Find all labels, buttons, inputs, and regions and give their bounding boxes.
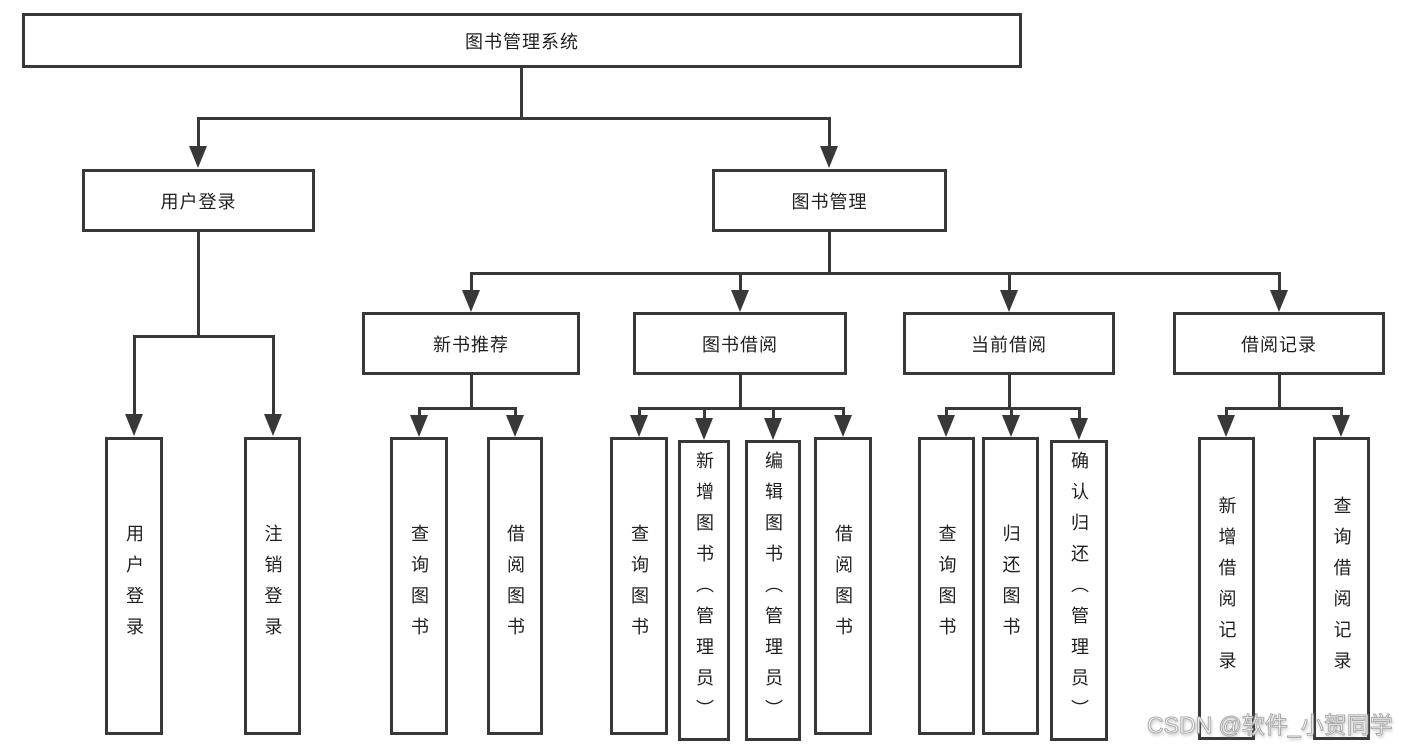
connector-drop: [739, 272, 742, 294]
node-label: 用户登录: [160, 191, 237, 212]
arrow-down-icon: [764, 418, 782, 440]
node-user-login: 用户登录: [82, 169, 315, 232]
connector-drop: [1278, 272, 1281, 294]
leaf-current-confirm-return-admin: 确认归还（管理员）: [1050, 440, 1108, 741]
connector-drop: [842, 407, 845, 419]
connector-drop: [1008, 272, 1011, 294]
connector-level2-rail: [470, 272, 1280, 275]
node-label: 借阅图书: [833, 524, 853, 648]
node-label: 注销登录: [262, 524, 283, 648]
connector-stem: [739, 375, 742, 410]
connector-drop: [418, 407, 421, 417]
node-label: 新书推荐: [433, 334, 509, 355]
node-label: 查询图书: [409, 524, 429, 648]
connector-drop: [638, 407, 641, 419]
node-label: 新增借阅记录: [1216, 495, 1237, 682]
arrow-down-icon: [834, 415, 852, 437]
arrow-down-icon: [410, 415, 428, 437]
arrow-down-icon: [1270, 290, 1288, 312]
connector-stem: [828, 232, 831, 275]
connector-drop: [133, 335, 136, 419]
connector-root-stem: [520, 68, 523, 120]
node-new-book-recommend: 新书推荐: [362, 312, 580, 375]
node-book-management: 图书管理: [712, 169, 947, 232]
arrow-down-icon: [1217, 415, 1235, 437]
connector-drop: [1078, 407, 1081, 421]
connector-rail: [1225, 407, 1342, 410]
arrow-down-icon: [937, 415, 955, 437]
connector-stem: [1278, 375, 1281, 410]
arrow-down-icon: [695, 418, 713, 440]
node-label: 当前借阅: [971, 334, 1047, 355]
node-label: 图书借阅: [702, 334, 778, 355]
arrow-down-icon: [125, 414, 143, 436]
connector-drop: [197, 117, 200, 150]
node-current-borrow: 当前借阅: [903, 312, 1115, 375]
node-label: 编辑图书（管理员）: [763, 451, 783, 730]
connector-drop: [272, 335, 275, 419]
connector-drop: [470, 272, 473, 294]
connector-drop: [1225, 407, 1228, 417]
arrow-down-icon: [731, 290, 749, 312]
connector-drop: [945, 407, 948, 417]
leaf-records-add-record: 新增借阅记录: [1198, 437, 1255, 740]
connector-stem: [470, 375, 473, 410]
node-label: 新增图书（管理员）: [694, 451, 714, 730]
leaf-logout: 注销登录: [244, 437, 301, 735]
leaf-current-return-books: 归还图书: [982, 437, 1039, 735]
leaf-borrow-query-books: 查询图书: [610, 437, 668, 735]
connector-drop: [514, 407, 517, 417]
node-root: 图书管理系统: [22, 13, 1022, 68]
node-label: 查询借阅记录: [1331, 495, 1352, 682]
leaf-current-query-books: 查询图书: [918, 437, 975, 735]
node-label: 查询图书: [936, 524, 957, 648]
node-label: 查询图书: [629, 524, 649, 648]
node-borrow-records: 借阅记录: [1173, 312, 1385, 375]
arrow-down-icon: [1070, 418, 1088, 440]
node-label: 确认归还（管理员）: [1069, 451, 1089, 730]
arrow-down-icon: [264, 414, 282, 436]
arrow-down-icon: [630, 415, 648, 437]
node-label: 借阅记录: [1241, 334, 1317, 355]
arrow-down-icon: [1000, 290, 1018, 312]
connector-drop: [1340, 407, 1343, 417]
arrow-down-icon: [820, 146, 838, 168]
node-label: 借阅图书: [505, 524, 525, 648]
connector-rail: [945, 407, 1081, 410]
node-book-borrow: 图书借阅: [633, 312, 847, 375]
connector-rail: [638, 407, 845, 410]
leaf-records-query-record: 查询借阅记录: [1313, 437, 1370, 740]
connector-drop: [772, 407, 775, 421]
connector-drop: [828, 117, 831, 150]
leaf-borrow-add-books-admin: 新增图书（管理员）: [678, 440, 730, 741]
arrow-down-icon: [1332, 415, 1350, 437]
leaf-recommend-borrow-books: 借阅图书: [487, 437, 543, 735]
connector-drop: [1010, 407, 1013, 417]
arrow-down-icon: [1002, 415, 1020, 437]
node-label: 归还图书: [1000, 524, 1021, 648]
arrow-down-icon: [189, 146, 207, 168]
connector-stem: [1008, 375, 1011, 410]
leaf-borrow-edit-books-admin: 编辑图书（管理员）: [745, 440, 801, 741]
node-label: 用户登录: [124, 524, 144, 648]
leaf-recommend-query-books: 查询图书: [390, 437, 448, 735]
node-label: 图书管理: [791, 191, 868, 212]
connector-level1-rail: [197, 117, 831, 120]
connector-rail: [418, 407, 516, 410]
leaf-user-login: 用户登录: [105, 437, 163, 735]
leaf-borrow-borrow-books: 借阅图书: [814, 437, 872, 735]
csdn-watermark: CSDN @软件_小贺同学: [1147, 712, 1394, 738]
node-label: 图书管理系统: [465, 31, 579, 52]
connector-rail: [133, 335, 274, 338]
connector-drop: [703, 407, 706, 421]
arrow-down-icon: [506, 415, 524, 437]
connector-stem: [197, 232, 200, 338]
arrow-down-icon: [462, 290, 480, 312]
